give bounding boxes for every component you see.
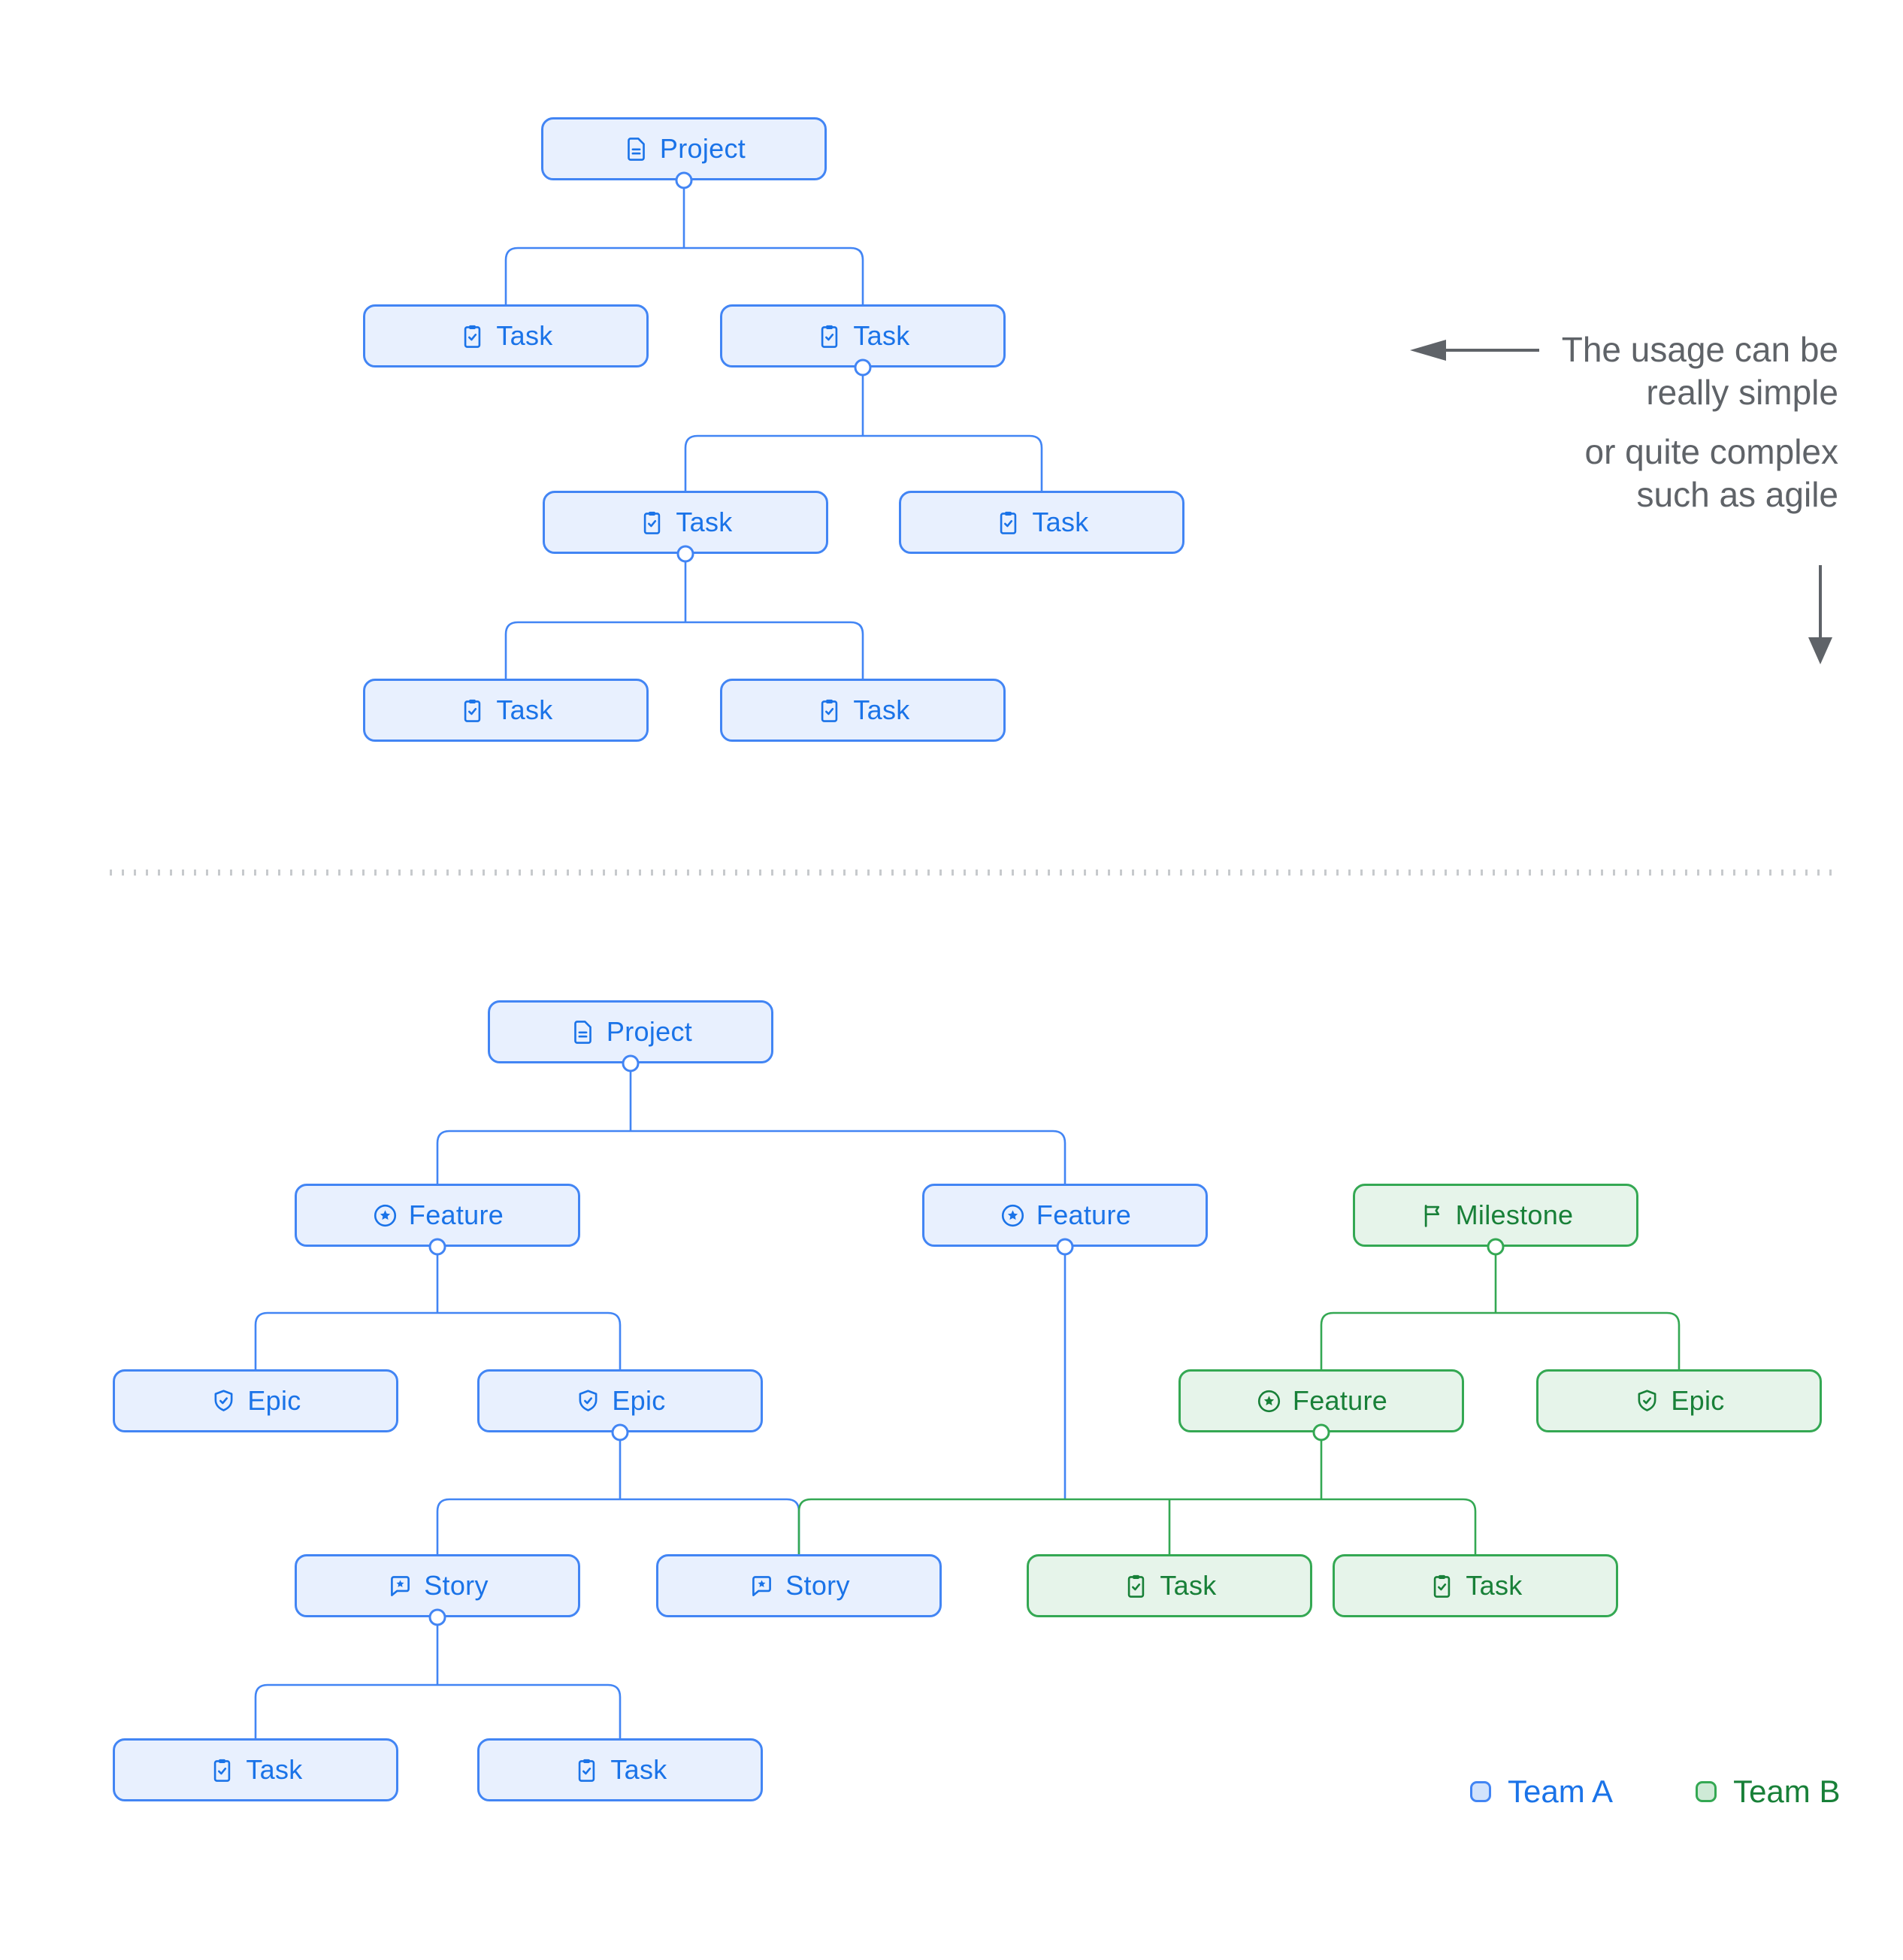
task-icon bbox=[1434, 1574, 1451, 1598]
d2-node-feature-1[interactable]: Feature bbox=[295, 1184, 580, 1247]
node-label: Story bbox=[785, 1570, 850, 1601]
feature-icon bbox=[374, 1204, 396, 1227]
legend-label: Team B bbox=[1733, 1774, 1841, 1809]
d1-node-task-4[interactable]: Task bbox=[899, 491, 1184, 554]
dotted-divider bbox=[110, 870, 1840, 876]
node-label: Epic bbox=[612, 1385, 666, 1416]
task-icon bbox=[1128, 1574, 1145, 1598]
node-label: Epic bbox=[1671, 1385, 1725, 1416]
node-label: Task bbox=[496, 320, 553, 351]
d2-node-epic-1[interactable]: Epic bbox=[113, 1369, 398, 1432]
d1-node-task-2[interactable]: Task bbox=[720, 304, 1006, 368]
task-icon bbox=[214, 1759, 231, 1782]
node-label: Task bbox=[676, 507, 733, 537]
feature-icon bbox=[1257, 1390, 1280, 1412]
node-label: Task bbox=[496, 694, 553, 725]
document-icon bbox=[628, 137, 645, 161]
arrow-down-icon bbox=[1808, 565, 1832, 664]
d1-node-task-1[interactable]: Task bbox=[363, 304, 649, 368]
d2-node-task-1[interactable]: Task bbox=[1027, 1554, 1312, 1617]
epic-icon bbox=[579, 1389, 598, 1411]
annotation-line: or quite complex bbox=[1584, 432, 1839, 471]
node-label: Task bbox=[853, 320, 910, 351]
arrow-left-icon bbox=[1410, 340, 1539, 361]
node-label: Task bbox=[1466, 1570, 1523, 1601]
node-label: Task bbox=[610, 1754, 667, 1785]
node-label: Project bbox=[606, 1016, 693, 1047]
epic-icon bbox=[1638, 1389, 1656, 1411]
node-label: Feature bbox=[1292, 1385, 1388, 1416]
d2-node-task-4[interactable]: Task bbox=[477, 1738, 763, 1801]
feature-icon bbox=[1001, 1204, 1024, 1227]
node-label: Feature bbox=[408, 1199, 504, 1230]
team-a-swatch-icon bbox=[1470, 1781, 1491, 1802]
d2-node-epic-2[interactable]: Epic bbox=[477, 1369, 763, 1432]
d2-node-feature-2[interactable]: Feature bbox=[922, 1184, 1208, 1247]
flag-icon bbox=[1424, 1204, 1439, 1227]
task-icon bbox=[579, 1759, 595, 1782]
d2-node-task-3[interactable]: Task bbox=[113, 1738, 398, 1801]
task-icon bbox=[464, 325, 481, 348]
task-icon bbox=[644, 511, 661, 534]
d1-node-project[interactable]: Project bbox=[541, 117, 827, 180]
node-label: Task bbox=[1032, 507, 1089, 537]
d2-node-task-2[interactable]: Task bbox=[1333, 1554, 1618, 1617]
legend-item-team-a: Team A bbox=[1470, 1774, 1613, 1810]
annotation-line: The usage can be bbox=[1561, 330, 1838, 369]
d2-node-feature-3[interactable]: Feature bbox=[1178, 1369, 1464, 1432]
node-label: Milestone bbox=[1455, 1199, 1574, 1230]
team-b-swatch-icon bbox=[1696, 1781, 1717, 1802]
task-icon bbox=[821, 699, 838, 722]
document-icon bbox=[574, 1020, 591, 1044]
story-icon bbox=[752, 1575, 772, 1596]
node-label: Project bbox=[659, 133, 746, 164]
legend-label: Team A bbox=[1508, 1774, 1614, 1809]
task-icon bbox=[1000, 511, 1017, 534]
epic-icon bbox=[214, 1389, 233, 1411]
annotation-line: really simple bbox=[1646, 373, 1838, 412]
annotation-text: The usage can be really simple or quite … bbox=[1252, 328, 1838, 516]
legend-item-team-b: Team B bbox=[1696, 1774, 1840, 1810]
node-label: Task bbox=[853, 694, 910, 725]
node-label: Story bbox=[424, 1570, 489, 1601]
d2-node-milestone[interactable]: Milestone bbox=[1353, 1184, 1638, 1247]
d2-node-story-2[interactable]: Story bbox=[656, 1554, 942, 1617]
team-a-connectors bbox=[254, 180, 1066, 1738]
node-label: Epic bbox=[247, 1385, 301, 1416]
node-label: Feature bbox=[1036, 1199, 1132, 1230]
d2-node-story-1[interactable]: Story bbox=[295, 1554, 580, 1617]
task-icon bbox=[464, 699, 481, 722]
legend: Team A Team B bbox=[1470, 1774, 1840, 1810]
annotation-line: such as agile bbox=[1636, 475, 1839, 514]
d2-node-project[interactable]: Project bbox=[488, 1000, 773, 1063]
task-icon bbox=[821, 325, 838, 348]
d1-node-task-6[interactable]: Task bbox=[720, 679, 1006, 742]
d1-node-task-5[interactable]: Task bbox=[363, 679, 649, 742]
d1-node-task-3[interactable]: Task bbox=[543, 491, 828, 554]
d2-node-epic-3[interactable]: Epic bbox=[1536, 1369, 1822, 1432]
node-label: Task bbox=[246, 1754, 303, 1785]
story-icon bbox=[391, 1575, 410, 1596]
node-label: Task bbox=[1160, 1570, 1217, 1601]
